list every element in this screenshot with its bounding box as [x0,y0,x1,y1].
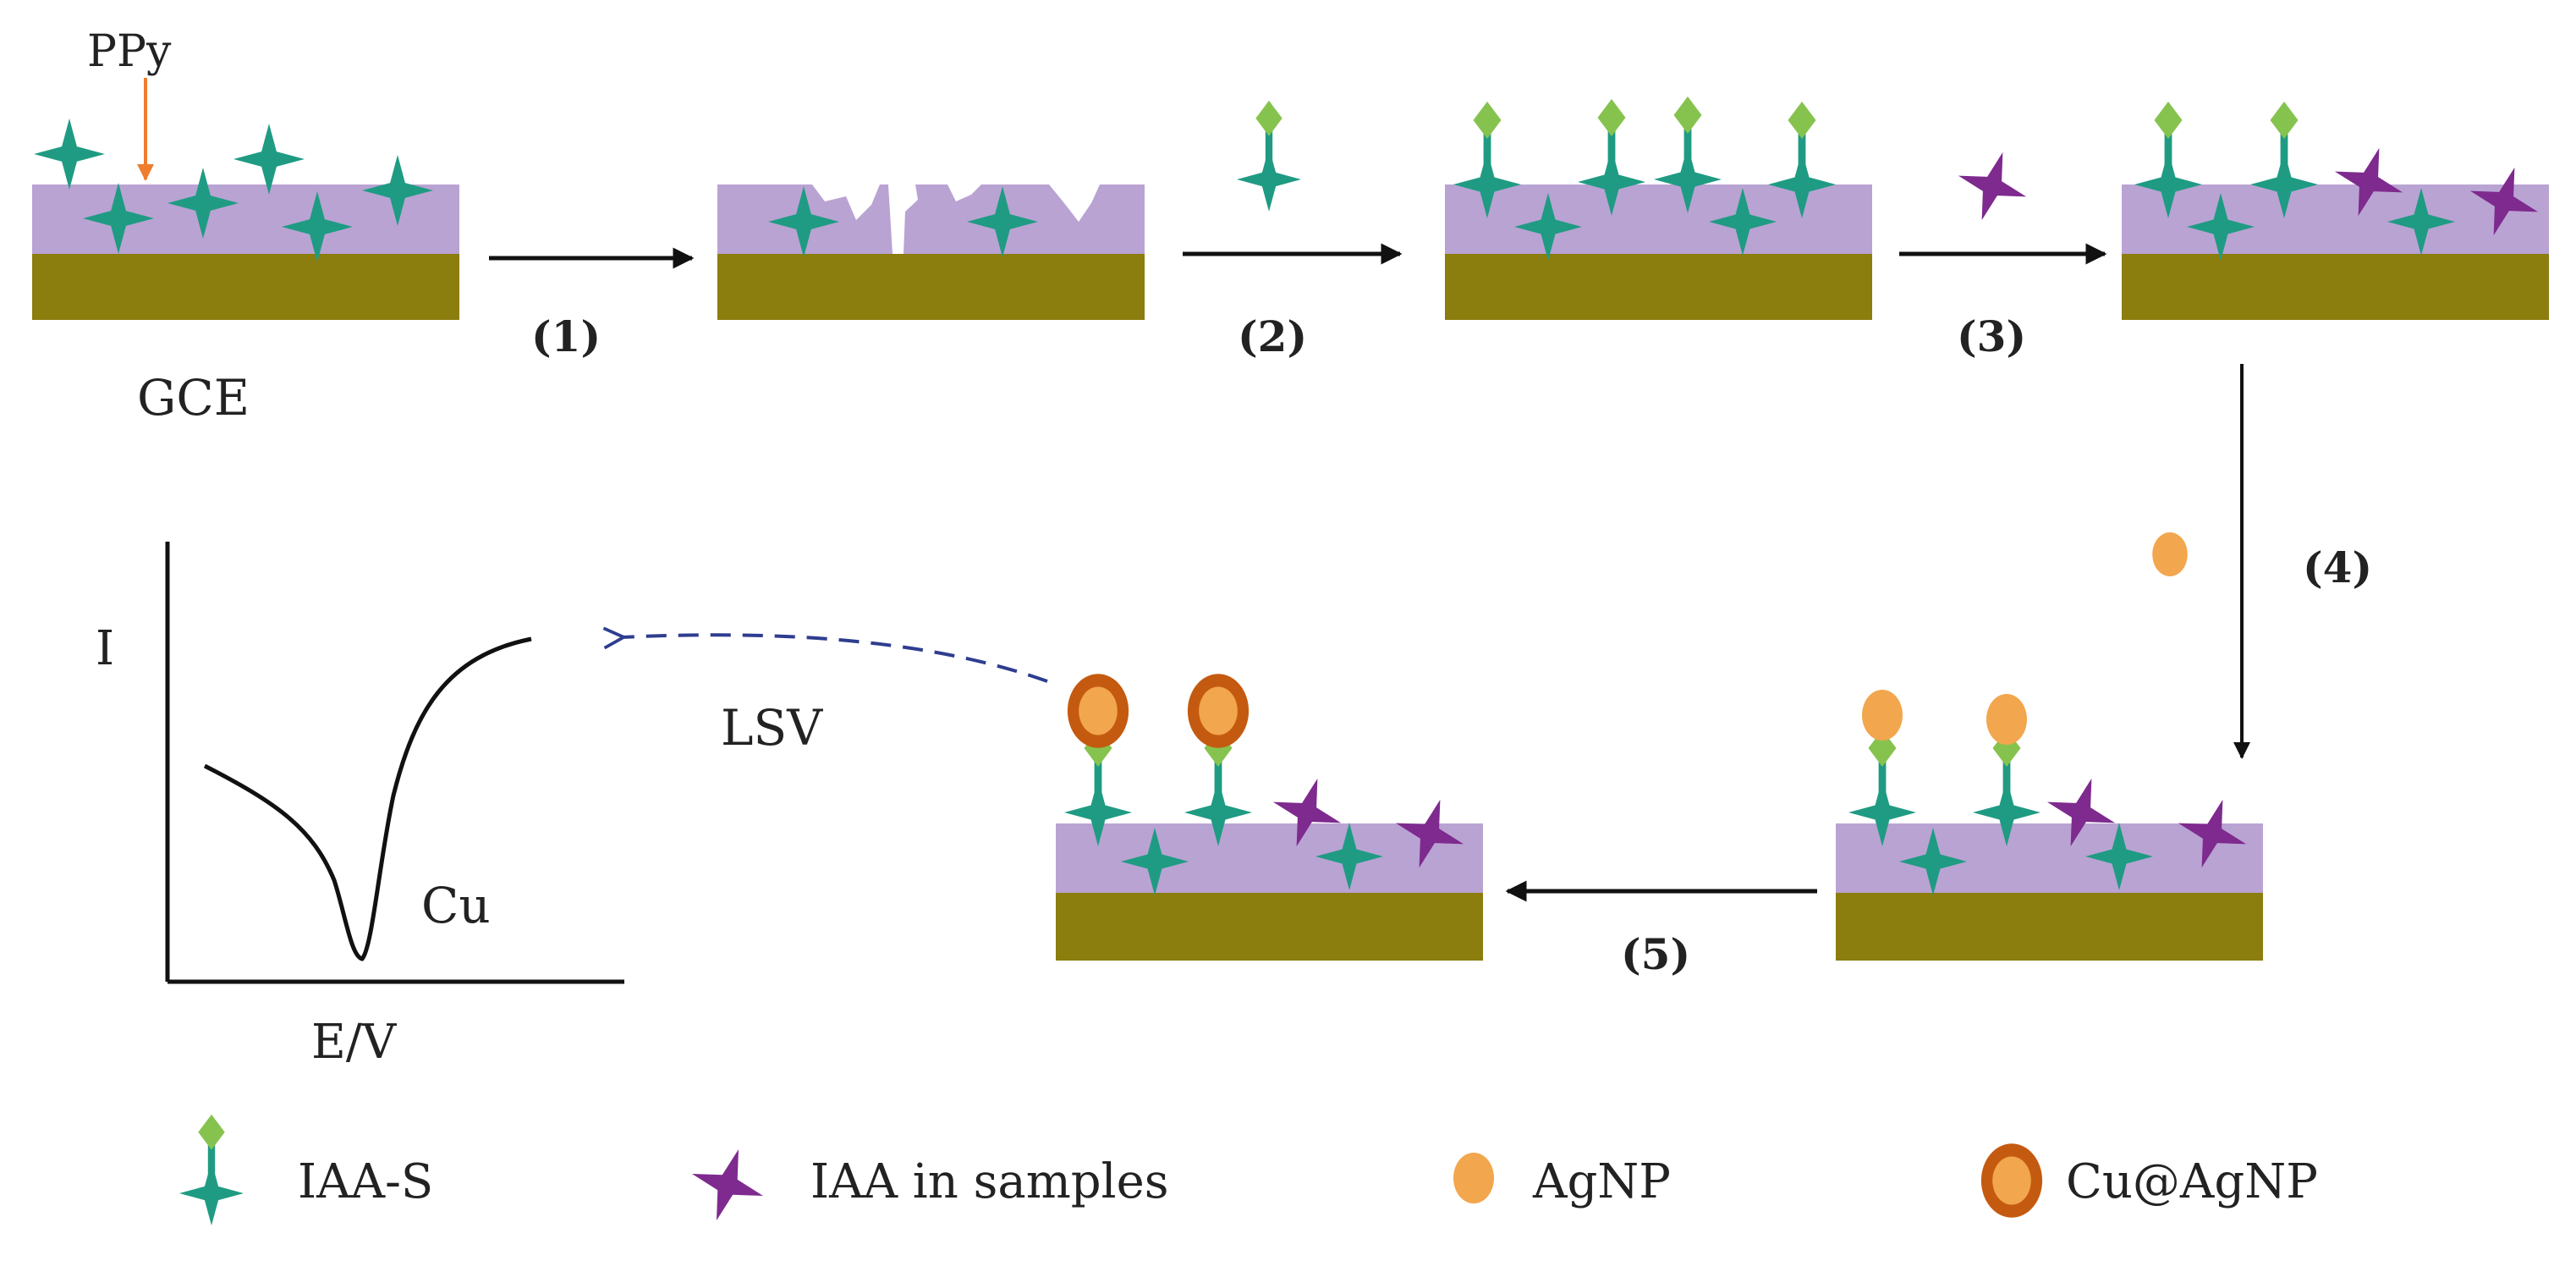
iaa-s-icon [1184,779,1252,846]
iaa-s-icon [1121,828,1189,895]
imprinted-cavity [947,184,981,201]
iaa-s-icon [1899,828,1967,895]
iaa-s-icon [1064,779,1132,846]
legend-cu-agnp-label: Cu@AgNP [2066,1154,2318,1209]
lsv-label: LSV [721,699,823,757]
iaa-s-icon [1453,151,1521,218]
electrode-step1 [717,184,1145,320]
iaa-s-icon [1237,147,1301,212]
legend-iaa-sample-icon [692,1149,763,1220]
iaa-tag-icon [1473,102,1502,139]
electrode-step5 [1056,823,1483,961]
agnp-core-icon [1079,686,1118,735]
agnp-icon [1453,1153,1494,1203]
iaa-s-icon [1848,779,1916,846]
step-3-label: (3) [1957,311,2026,361]
iaa-tag-icon [1673,96,1702,134]
iaa-tag-icon [1788,102,1816,139]
electrode-step4 [1836,823,2263,961]
iaa-s-icon [1654,146,1722,213]
iaa-s-icon [1315,823,1383,890]
iaa-s-icon [1768,151,1836,218]
iaa-template-icon [34,118,105,190]
iaa-s-icon [2387,188,2455,256]
agnp-core-icon [1199,686,1238,735]
electrode-base [717,254,1145,320]
iaa-sample-icon [2046,778,2116,847]
iaa-s-icon [2134,151,2202,218]
iaa-template-icon [768,186,839,257]
current-axis-label: I [96,621,114,676]
iaa-sample-icon [1958,151,2027,221]
imprinted-cavity [1049,184,1100,222]
legend: IAA-S IAA in samples AgNP Cu@AgNP [298,1154,2318,1209]
step-4-label: (4) [2303,542,2372,592]
electrode-base [32,254,459,320]
mip-layer [1836,823,2263,893]
iaa-s-icon [2187,193,2255,261]
imprinted-cavity [812,184,880,220]
legend-iaa-samples-label: IAA in samples [810,1154,1168,1209]
electrode-base [1836,893,2263,961]
iaa-s-icon [1578,148,1645,216]
iaa-template-icon [362,155,433,226]
agnp-icon [2152,532,2188,576]
agnp-icon [1862,690,1903,741]
lsv-curve [203,636,532,961]
iaa-s-icon [1514,193,1582,261]
electrode-base [1445,254,1872,320]
iaa-template-icon [967,186,1038,257]
iaa-s-icon [1709,188,1777,256]
iaa-s-icon [2085,823,2153,890]
lsv-plot [165,542,624,984]
iaa-s-icon [1973,779,2040,846]
legend-agnp-label: AgNP [1532,1154,1671,1209]
iaa-tag-icon [2154,102,2183,139]
iaa-template-icon [83,183,154,254]
step-1-label: (1) [531,311,601,361]
ppy-label: PPy [87,26,172,77]
iaa-tag-icon [2270,102,2299,139]
electrode-step3 [2122,184,2549,320]
imprinted-cavity [888,184,918,254]
iaa-template-icon [233,124,305,195]
cu-peak-label: Cu [421,877,491,934]
agnp-core-icon [1992,1156,2031,1205]
mip-layer [1056,823,1483,893]
iaa-sample-icon [2469,167,2539,236]
scheme-content: PPy GCE (1) (2) (3) (4) (5) LSV Cu I E/V… [32,26,2549,1225]
electrode-base [1056,893,1483,961]
iaa-s-icon [2250,151,2318,218]
iaa-tag-icon [1255,100,1283,136]
iaa-sample-icon [1395,799,1464,868]
potential-axis-label: E/V [311,1015,398,1070]
electrode-step2 [1445,184,1872,320]
iaa-template-icon [168,168,239,239]
iaa-sample-icon [2334,147,2403,217]
step-2-label: (2) [1238,311,1307,361]
electrode-base [2122,254,2549,320]
iaa-tag-icon [198,1114,225,1150]
iaa-tag-icon [1597,99,1626,136]
iaa-sample-icon [2178,799,2247,868]
iaa-sample-icon [1272,778,1342,847]
iaa-template-icon [282,191,353,262]
lsv-arrow [622,635,1048,683]
step-5-label: (5) [1621,929,1690,979]
mip-layer [2122,184,2549,254]
agnp-icon [1986,694,2027,745]
legend-iaa-s-label: IAA-S [298,1154,433,1209]
iaa-s-icon [179,1161,244,1225]
gce-label: GCE [137,369,250,427]
